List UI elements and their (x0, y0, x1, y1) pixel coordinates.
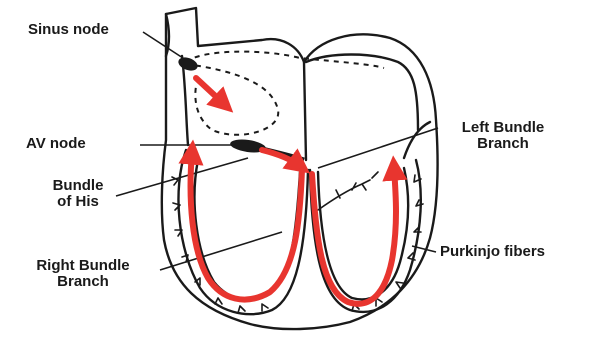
right-bundle-leader (160, 232, 282, 270)
label-bundle-of-his-line2: of His (28, 194, 128, 210)
label-av-node: AV node (26, 136, 86, 152)
sinus-node-leader (143, 32, 186, 60)
label-right-bundle-branch: Right Bundle Branch (8, 258, 158, 290)
left-bundle-leader (318, 128, 438, 168)
label-sinus-node: Sinus node (28, 22, 109, 38)
sa-to-av-arrow (196, 78, 224, 104)
label-right-bundle-line1: Right Bundle (8, 258, 158, 274)
label-bundle-of-his-line1: Bundle (28, 178, 128, 194)
label-purkinje-fibers: Purkinjo fibers (440, 244, 545, 260)
label-bundle-of-his: Bundle of His (28, 178, 128, 210)
label-left-bundle-branch: Left Bundle Branch (438, 120, 568, 152)
label-left-bundle-line2: Branch (438, 136, 568, 152)
right-bundle-arrow (191, 152, 302, 300)
label-left-bundle-line1: Left Bundle (438, 120, 568, 136)
septum (304, 62, 306, 160)
atrial-dashed-loop (186, 64, 278, 135)
label-right-bundle-line2: Branch (8, 274, 158, 290)
